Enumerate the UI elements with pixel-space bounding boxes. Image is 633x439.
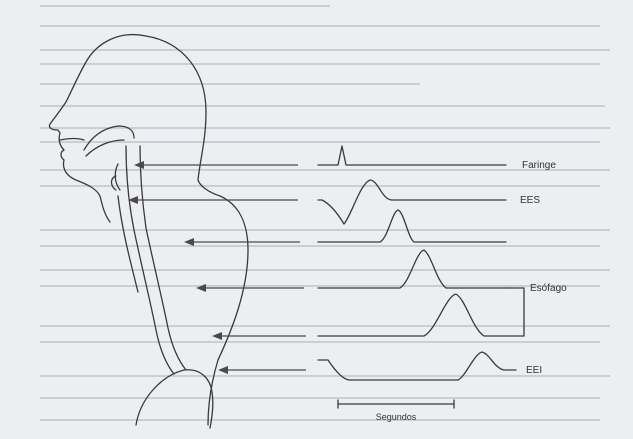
- trace-esophagus-upper: [318, 210, 506, 242]
- pressure-traces: [318, 146, 524, 380]
- esophagus-wall-front: [126, 146, 174, 374]
- arrowhead-esophagus-lower: [212, 332, 222, 340]
- label-esofago: Esófago: [530, 283, 567, 294]
- arrowhead-esophagus-upper: [184, 238, 194, 246]
- arrowhead-eei: [218, 366, 228, 374]
- label-faringe: Faringe: [522, 160, 556, 171]
- trachea-line: [118, 196, 138, 292]
- label-ees: EES: [520, 195, 540, 206]
- arrowhead-faringe: [134, 161, 144, 169]
- label-eei: EEI: [526, 365, 542, 376]
- time-scale-label: Segundos: [376, 412, 417, 422]
- trace-faringe: [318, 146, 506, 165]
- esophagus-wall-back: [140, 146, 186, 370]
- esophagus-tube: [118, 146, 186, 374]
- mouth-line: [60, 139, 84, 141]
- time-scale: Segundos: [338, 400, 454, 422]
- bleed-through-background: [40, 6, 610, 420]
- trace-esophagus-lower: [318, 292, 524, 336]
- esophagus-bracket: [508, 288, 524, 292]
